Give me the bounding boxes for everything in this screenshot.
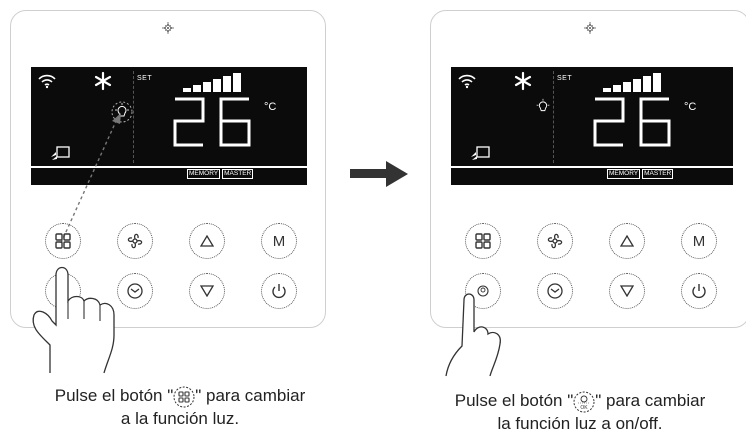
timer-icon <box>547 283 563 299</box>
lcd-display: SET °C MEMORY MASTER <box>31 67 307 185</box>
fan-key[interactable] <box>537 223 573 259</box>
caption-left-after: " para cambiar <box>195 386 306 405</box>
timer-icon <box>127 283 143 299</box>
ok-key[interactable] <box>465 273 501 309</box>
down-key[interactable] <box>189 273 225 309</box>
swing-icon <box>471 146 490 160</box>
snowflake-icon <box>94 71 112 91</box>
light-bulb-icon <box>111 101 133 123</box>
temperature-digits <box>173 97 251 147</box>
down-key[interactable] <box>609 273 645 309</box>
ok-button-inline-icon: OK <box>573 391 595 413</box>
lcd-display: SET °C MEMORY MASTER <box>451 67 733 185</box>
pointer-arrow <box>60 113 121 244</box>
caption-right: Pulse el botón " OK " para cambiar la func… <box>410 390 746 435</box>
mode-icon <box>55 233 71 249</box>
svg-text:OK: OK <box>581 405 589 411</box>
master-chip: MASTER <box>642 169 674 179</box>
lcd-chips: MEMORY MASTER <box>607 169 674 179</box>
lcd-chips: MEMORY MASTER <box>187 169 254 179</box>
wifi-icon <box>458 74 476 89</box>
power-icon <box>272 284 286 299</box>
caption-right-line1: Pulse el botón " OK " para cambiar <box>410 390 746 413</box>
fan-icon <box>547 233 563 249</box>
up-key[interactable] <box>609 223 645 259</box>
hand-pointing-left <box>32 266 115 374</box>
next-step-arrow <box>350 161 408 187</box>
m-key[interactable]: M <box>261 223 297 259</box>
m-key[interactable]: M <box>681 223 717 259</box>
caption-left-line2: a la función luz. <box>120 408 240 428</box>
set-label: SET <box>137 75 153 82</box>
power-key[interactable] <box>261 273 297 309</box>
swing-icon <box>51 146 70 160</box>
mode-key[interactable] <box>45 223 81 259</box>
temperature-unit: °C <box>264 101 277 113</box>
set-label: SET <box>557 75 573 82</box>
up-key[interactable] <box>189 223 225 259</box>
sensor-icon <box>584 22 596 34</box>
controller-panel-right: SET °C MEMORY MASTER <box>430 10 746 328</box>
fan-speed-bars <box>603 73 661 92</box>
mode-button-inline-icon <box>173 386 195 408</box>
ok-light-icon <box>477 285 489 297</box>
timer-key[interactable] <box>117 273 153 309</box>
lcd-separator <box>133 71 134 163</box>
fan-speed-bars <box>183 73 241 92</box>
lcd-divider <box>451 166 733 168</box>
mode-icon <box>475 233 491 249</box>
light-bulb-icon <box>536 98 550 112</box>
m-key-label: M <box>692 232 706 250</box>
caption-left-before: Pulse el botón " <box>54 386 174 405</box>
master-chip: MASTER <box>222 169 254 179</box>
memory-chip: MEMORY <box>187 169 221 179</box>
mode-key[interactable] <box>465 223 501 259</box>
sensor-icon <box>162 22 174 34</box>
memory-chip: MEMORY <box>607 169 641 179</box>
keypad: M <box>449 219 729 309</box>
timer-key[interactable] <box>537 273 573 309</box>
keypad: M <box>29 219 309 309</box>
lcd-separator <box>553 71 554 163</box>
m-key-label: M <box>272 232 286 250</box>
power-icon <box>692 284 706 299</box>
up-triangle-icon <box>620 235 634 247</box>
caption-left: Pulse el botón " " para cambiar a la func… <box>20 385 340 430</box>
caption-right-after: " para cambiar <box>595 391 706 410</box>
down-triangle-icon <box>200 285 214 297</box>
caption-left-line1: Pulse el botón " " para cambiar <box>20 385 340 408</box>
fan-icon <box>127 233 143 249</box>
wifi-icon <box>38 74 56 89</box>
caption-right-before: Pulse el botón " <box>454 391 574 410</box>
temperature-digits <box>593 97 671 147</box>
up-triangle-icon <box>200 235 214 247</box>
fan-key[interactable] <box>117 223 153 259</box>
lcd-divider <box>31 166 307 168</box>
snowflake-icon <box>514 71 532 91</box>
hand-pointing-right <box>445 293 501 377</box>
power-key[interactable] <box>681 273 717 309</box>
down-triangle-icon <box>620 285 634 297</box>
caption-right-line2: la función luz a on/off. <box>497 413 663 433</box>
temperature-unit: °C <box>684 101 697 113</box>
